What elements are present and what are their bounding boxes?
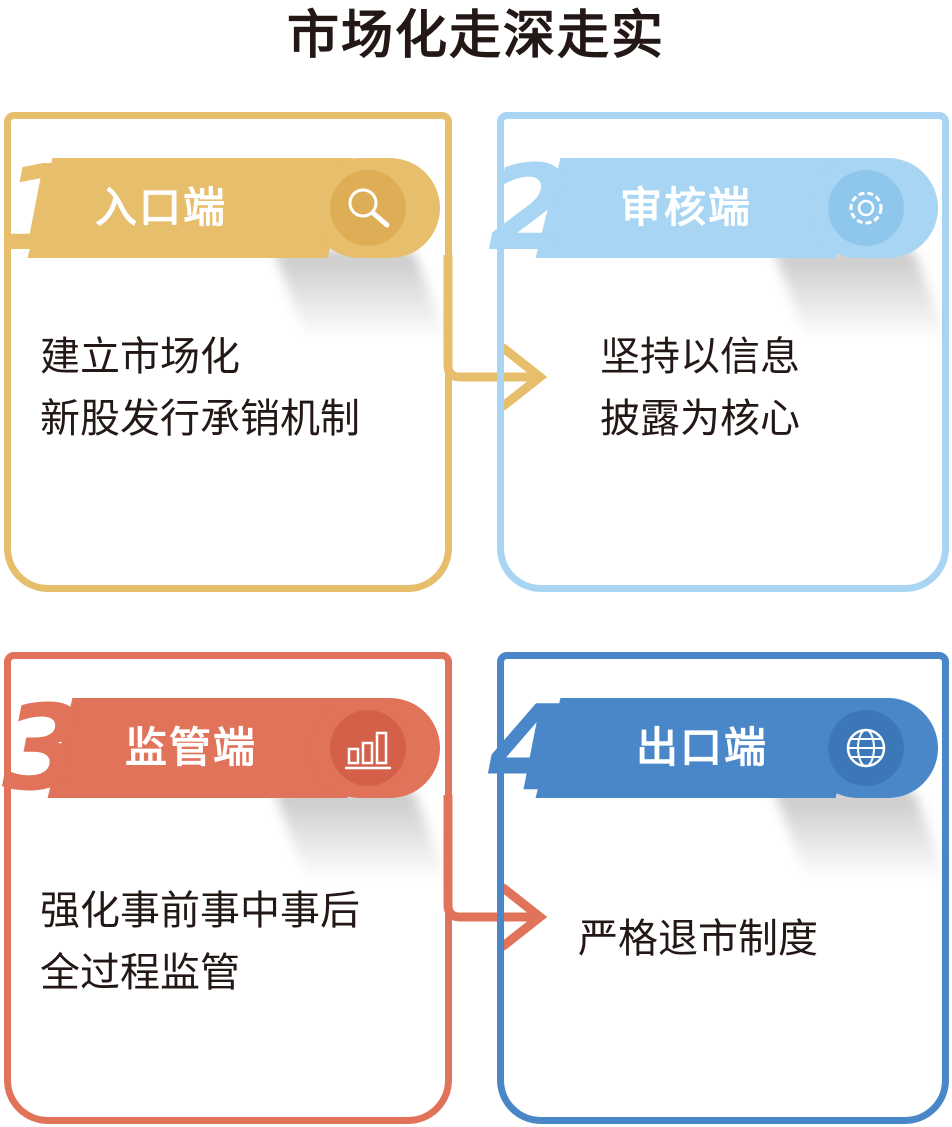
icon-badge [310,158,440,258]
arrow-right-icon [443,255,548,411]
body-line: 全过程监管 [40,950,240,996]
body-line: 新股发行承销机制 [40,396,360,442]
arrow-right-icon [443,795,548,951]
icon-badge [808,698,938,798]
banner-supervision: 3 监管端 [0,684,460,812]
card-exit [497,652,949,1124]
body-line: 强化事前事中事后 [40,888,360,934]
card-body: 强化事前事中事后 全过程监管 [40,880,360,1004]
step-label: 入口端 [95,183,228,232]
body-line: 建立市场化 [40,334,240,380]
card-body: 坚持以信息 披露为核心 [600,326,800,450]
icon-badge [808,158,938,258]
step-number: 2 [488,139,571,277]
page-title: 市场化走深走实 [286,6,665,66]
card-body: 严格退市制度 [578,908,818,970]
banner-review: 2 审核端 [478,144,948,272]
step-number: 1 [2,139,85,277]
body-line: 披露为核心 [600,396,800,442]
body-line: 坚持以信息 [600,334,800,380]
search-icon [348,188,390,228]
step-label: 出口端 [636,723,769,772]
card-review [497,112,949,592]
globe-icon [846,728,886,768]
icon-badge [310,698,440,798]
step-number: 4 [488,679,571,817]
banner-exit: 4 出口端 [478,684,948,812]
card-body: 建立市场化 新股发行承销机制 [40,326,360,450]
step-label: 监管端 [125,723,258,772]
step-label: 审核端 [620,183,753,232]
banner-entry: 1 入口端 [0,144,460,272]
bar-chart-icon [345,731,391,770]
body-line: 严格退市制度 [578,916,818,962]
step-number: 3 [2,679,85,817]
gear-icon [849,191,883,225]
